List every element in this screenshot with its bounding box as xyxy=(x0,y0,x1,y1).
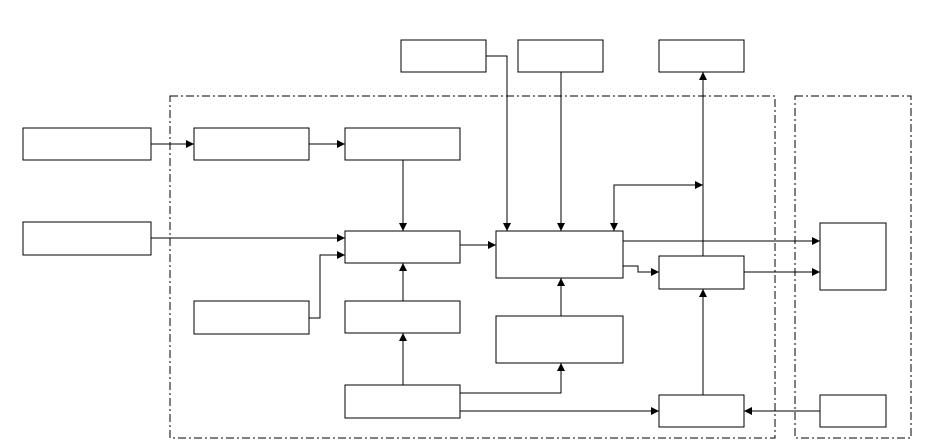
arrow-feedback-to-central-unit xyxy=(610,184,703,231)
block-4-box xyxy=(344,300,461,334)
block-1b-box xyxy=(344,127,461,161)
main-region xyxy=(169,95,776,439)
block-3-box xyxy=(193,300,310,335)
boxes xyxy=(22,39,887,428)
top-input-1-box xyxy=(400,39,487,73)
right-block-lower-box xyxy=(658,394,745,428)
arrow-block-3-to-block-2 xyxy=(309,251,345,319)
left-input-1-box xyxy=(22,127,152,161)
right-block-upper-box xyxy=(658,255,745,290)
central-unit-box xyxy=(495,230,624,279)
external-region xyxy=(794,95,912,439)
lower-middle-block-box xyxy=(495,315,624,364)
arrow-block-5-to-lower-middle xyxy=(460,363,565,394)
connectors xyxy=(151,55,820,415)
arrow-central-unit-to-right-block-upper xyxy=(623,265,659,276)
block-1a-box xyxy=(193,127,310,161)
arrow-top-input-1-to-central-unit xyxy=(486,55,511,231)
external-unit-box xyxy=(819,222,887,291)
top-output-box xyxy=(658,39,745,73)
left-input-2-box xyxy=(22,221,152,256)
external-input-box xyxy=(819,394,887,428)
block-2-box xyxy=(344,230,461,264)
arrow-central-unit-to-feedback xyxy=(613,181,703,231)
block-5-box xyxy=(344,384,461,419)
top-input-2-box xyxy=(517,39,604,73)
